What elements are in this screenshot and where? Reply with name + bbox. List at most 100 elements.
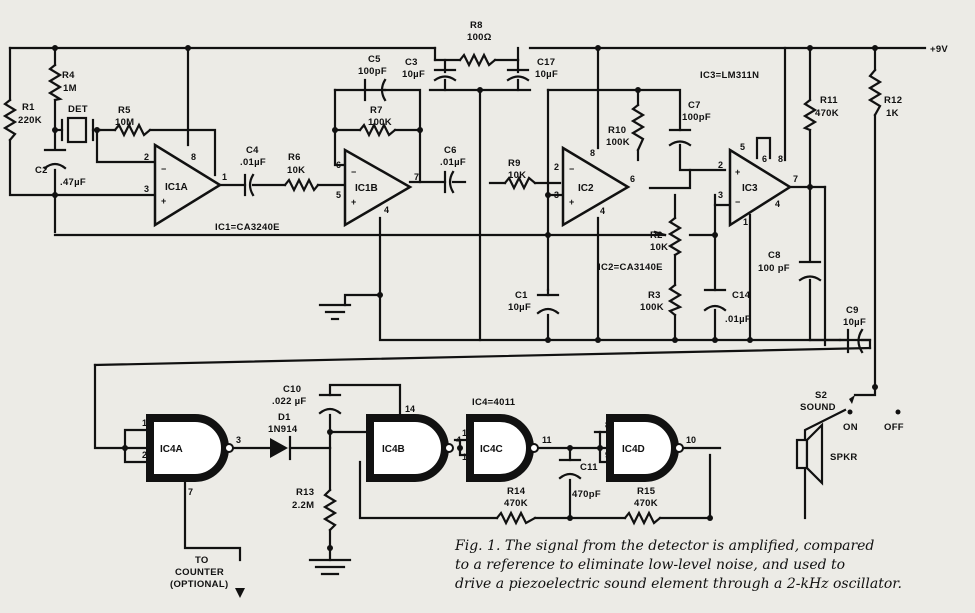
r11-value: 470K [815,108,839,119]
svg-text:2: 2 [144,152,149,162]
r7-value: 100K [368,117,392,128]
svg-text:+: + [351,197,356,207]
r11-ref: R11 [820,95,838,106]
c6-ref: C6 [444,145,457,156]
c2-value: .47µF [60,177,86,188]
r3-body [667,283,683,317]
r6-body [283,177,320,193]
r1-ref: R1 [22,102,35,113]
caption-line3: drive a piezoelectric sound element thro… [455,576,902,592]
r14-value: 470K [504,498,528,509]
c10-value: .022 µF [272,396,307,407]
svg-text:4: 4 [456,435,461,445]
c1-value: 10µF [508,302,531,313]
svg-text:1: 1 [222,172,227,182]
figure-caption: Fig. 1. The signal from the detector is … [454,538,902,592]
ic4-note: IC4=4011 [472,397,516,408]
c17-ref: C17 [537,57,555,68]
c11-value: 470pF [572,489,601,500]
pin-numbers: 2 3 8 1 6 5 7 4 2 3 8 6 4 2 3 5 6 8 7 4 … [142,142,798,497]
r4-value: 1M [63,83,77,94]
r10-value: 100K [606,137,630,148]
r10-ref: R10 [608,125,626,136]
s2-value: SOUND [800,402,836,413]
ic1b-opamp: IC1B − + [343,147,413,228]
counter-line1: TO [195,555,209,566]
r8-ref: R8 [470,20,483,31]
r12-ref: R12 [884,95,902,106]
svg-text:8: 8 [191,152,196,162]
ic2-note: IC2=CA3140E [598,262,663,273]
c6-value: .01µF [440,157,466,168]
caption-line1: Fig. 1. The signal from the detector is … [454,538,874,554]
c7-value: 100pF [682,112,711,123]
ic3-comparator: IC3 + − [728,147,793,228]
r4-body [47,63,64,102]
svg-text:8: 8 [590,148,595,158]
c5-value: 100pF [358,66,387,77]
svg-text:6: 6 [366,450,371,460]
component-labels: +9V R1 220K R4 1M DET R5 10M C2 .47µF C4… [18,20,948,590]
svg-text:+: + [161,196,166,206]
ic4b-label: IC4B [382,444,405,455]
r3-ref: R3 [648,290,661,301]
svg-text:9: 9 [605,450,610,460]
ic1-note: IC1=CA3240E [215,222,280,233]
svg-text:4: 4 [384,205,389,215]
svg-text:−: − [351,167,356,177]
svg-text:6: 6 [762,154,767,164]
r8-body [458,52,497,68]
r13-body [322,488,338,532]
c8-value: 100 pF [758,263,790,274]
s2-ref: S2 [815,390,827,401]
detector-crystal [60,116,95,144]
r9-value: 10K [508,170,526,181]
svg-text:+: + [735,167,740,177]
svg-text:3: 3 [554,190,559,200]
r15-ref: R15 [637,486,656,497]
svg-text:3: 3 [144,184,149,194]
svg-text:4: 4 [600,206,605,216]
c10-ref: C10 [283,384,301,395]
diode-d1 [270,435,292,461]
svg-text:7: 7 [414,172,419,182]
switch-on-label: ON [843,422,858,433]
c4-value: .01µF [240,157,266,168]
svg-text:11: 11 [542,435,552,445]
r7-body [358,122,397,138]
r15-value: 470K [634,498,658,509]
svg-text:−: − [735,197,740,207]
svg-text:6: 6 [630,174,635,184]
svg-text:2: 2 [554,162,559,172]
c9-value: 10µF [843,317,866,328]
r2-ref: R2 [650,230,663,241]
resistors [2,52,883,532]
c14-value: .01µF [725,314,751,325]
c9-ref: C9 [846,305,859,316]
c3-value: 10µF [402,69,425,80]
c4-ref: C4 [246,145,259,156]
svg-text:10: 10 [686,435,696,445]
c11-ref: C11 [580,462,598,473]
svg-text:7: 7 [188,487,193,497]
caption-line2: to a reference to eliminate low-level no… [455,557,845,573]
svg-text:8: 8 [605,420,610,430]
ic3-note: IC3=LM311N [700,70,759,81]
wires [8,46,927,576]
r1-body [2,98,18,142]
svg-text:7: 7 [793,174,798,184]
svg-text:+: + [569,197,574,207]
r3-value: 100K [640,302,664,313]
svg-text:5: 5 [740,142,745,152]
ic4d-label: IC4D [622,444,645,455]
switch-off-label: OFF [884,422,904,433]
counter-line2: COUNTER [175,567,224,578]
c5-ref: C5 [368,54,381,65]
c17-value: 10µF [535,69,558,80]
svg-text:8: 8 [778,154,783,164]
r10-body [630,103,646,152]
svg-text:3: 3 [718,190,723,200]
ic4a-label: IC4A [160,444,183,455]
r5-ref: R5 [118,105,131,116]
